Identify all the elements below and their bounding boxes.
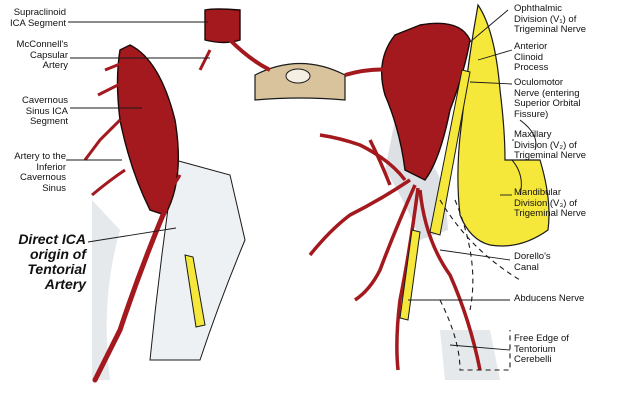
label-mcconnells-capsular-artery: McConnell's Capsular Artery — [2, 40, 68, 72]
label-mandibular-division: Mandibular Division (V₃) of Trigeminal N… — [514, 188, 620, 220]
label-ophthalmic-division: Ophthalmic Division (V₁) of Trigeminal N… — [514, 4, 620, 36]
label-cavernous-sinus-ica: Cavernous Sinus ICA Segment — [2, 96, 68, 128]
label-abducens-nerve: Abducens Nerve — [514, 294, 620, 305]
label-inferior-cavernous-artery: Artery to the Inferior Cavernous Sinus — [2, 152, 66, 194]
label-oculomotor-nerve: Oculomotor Nerve (entering Superior Orbi… — [514, 78, 620, 120]
label-maxillary-division: Maxillary Division (V₂) of Trigeminal Ne… — [514, 130, 620, 162]
label-dorellos-canal: Dorello's Canal — [514, 252, 620, 273]
label-direct-ica-tentorial-artery: Direct ICA origin of Tentorial Artery — [2, 232, 86, 292]
label-free-edge-tentorium: Free Edge of Tentorium Cerebelli — [514, 334, 620, 366]
label-supraclinoid-ica: Supraclinoid ICA Segment — [2, 8, 66, 29]
label-anterior-clinoid-process: Anterior Clinoid Process — [514, 42, 620, 74]
